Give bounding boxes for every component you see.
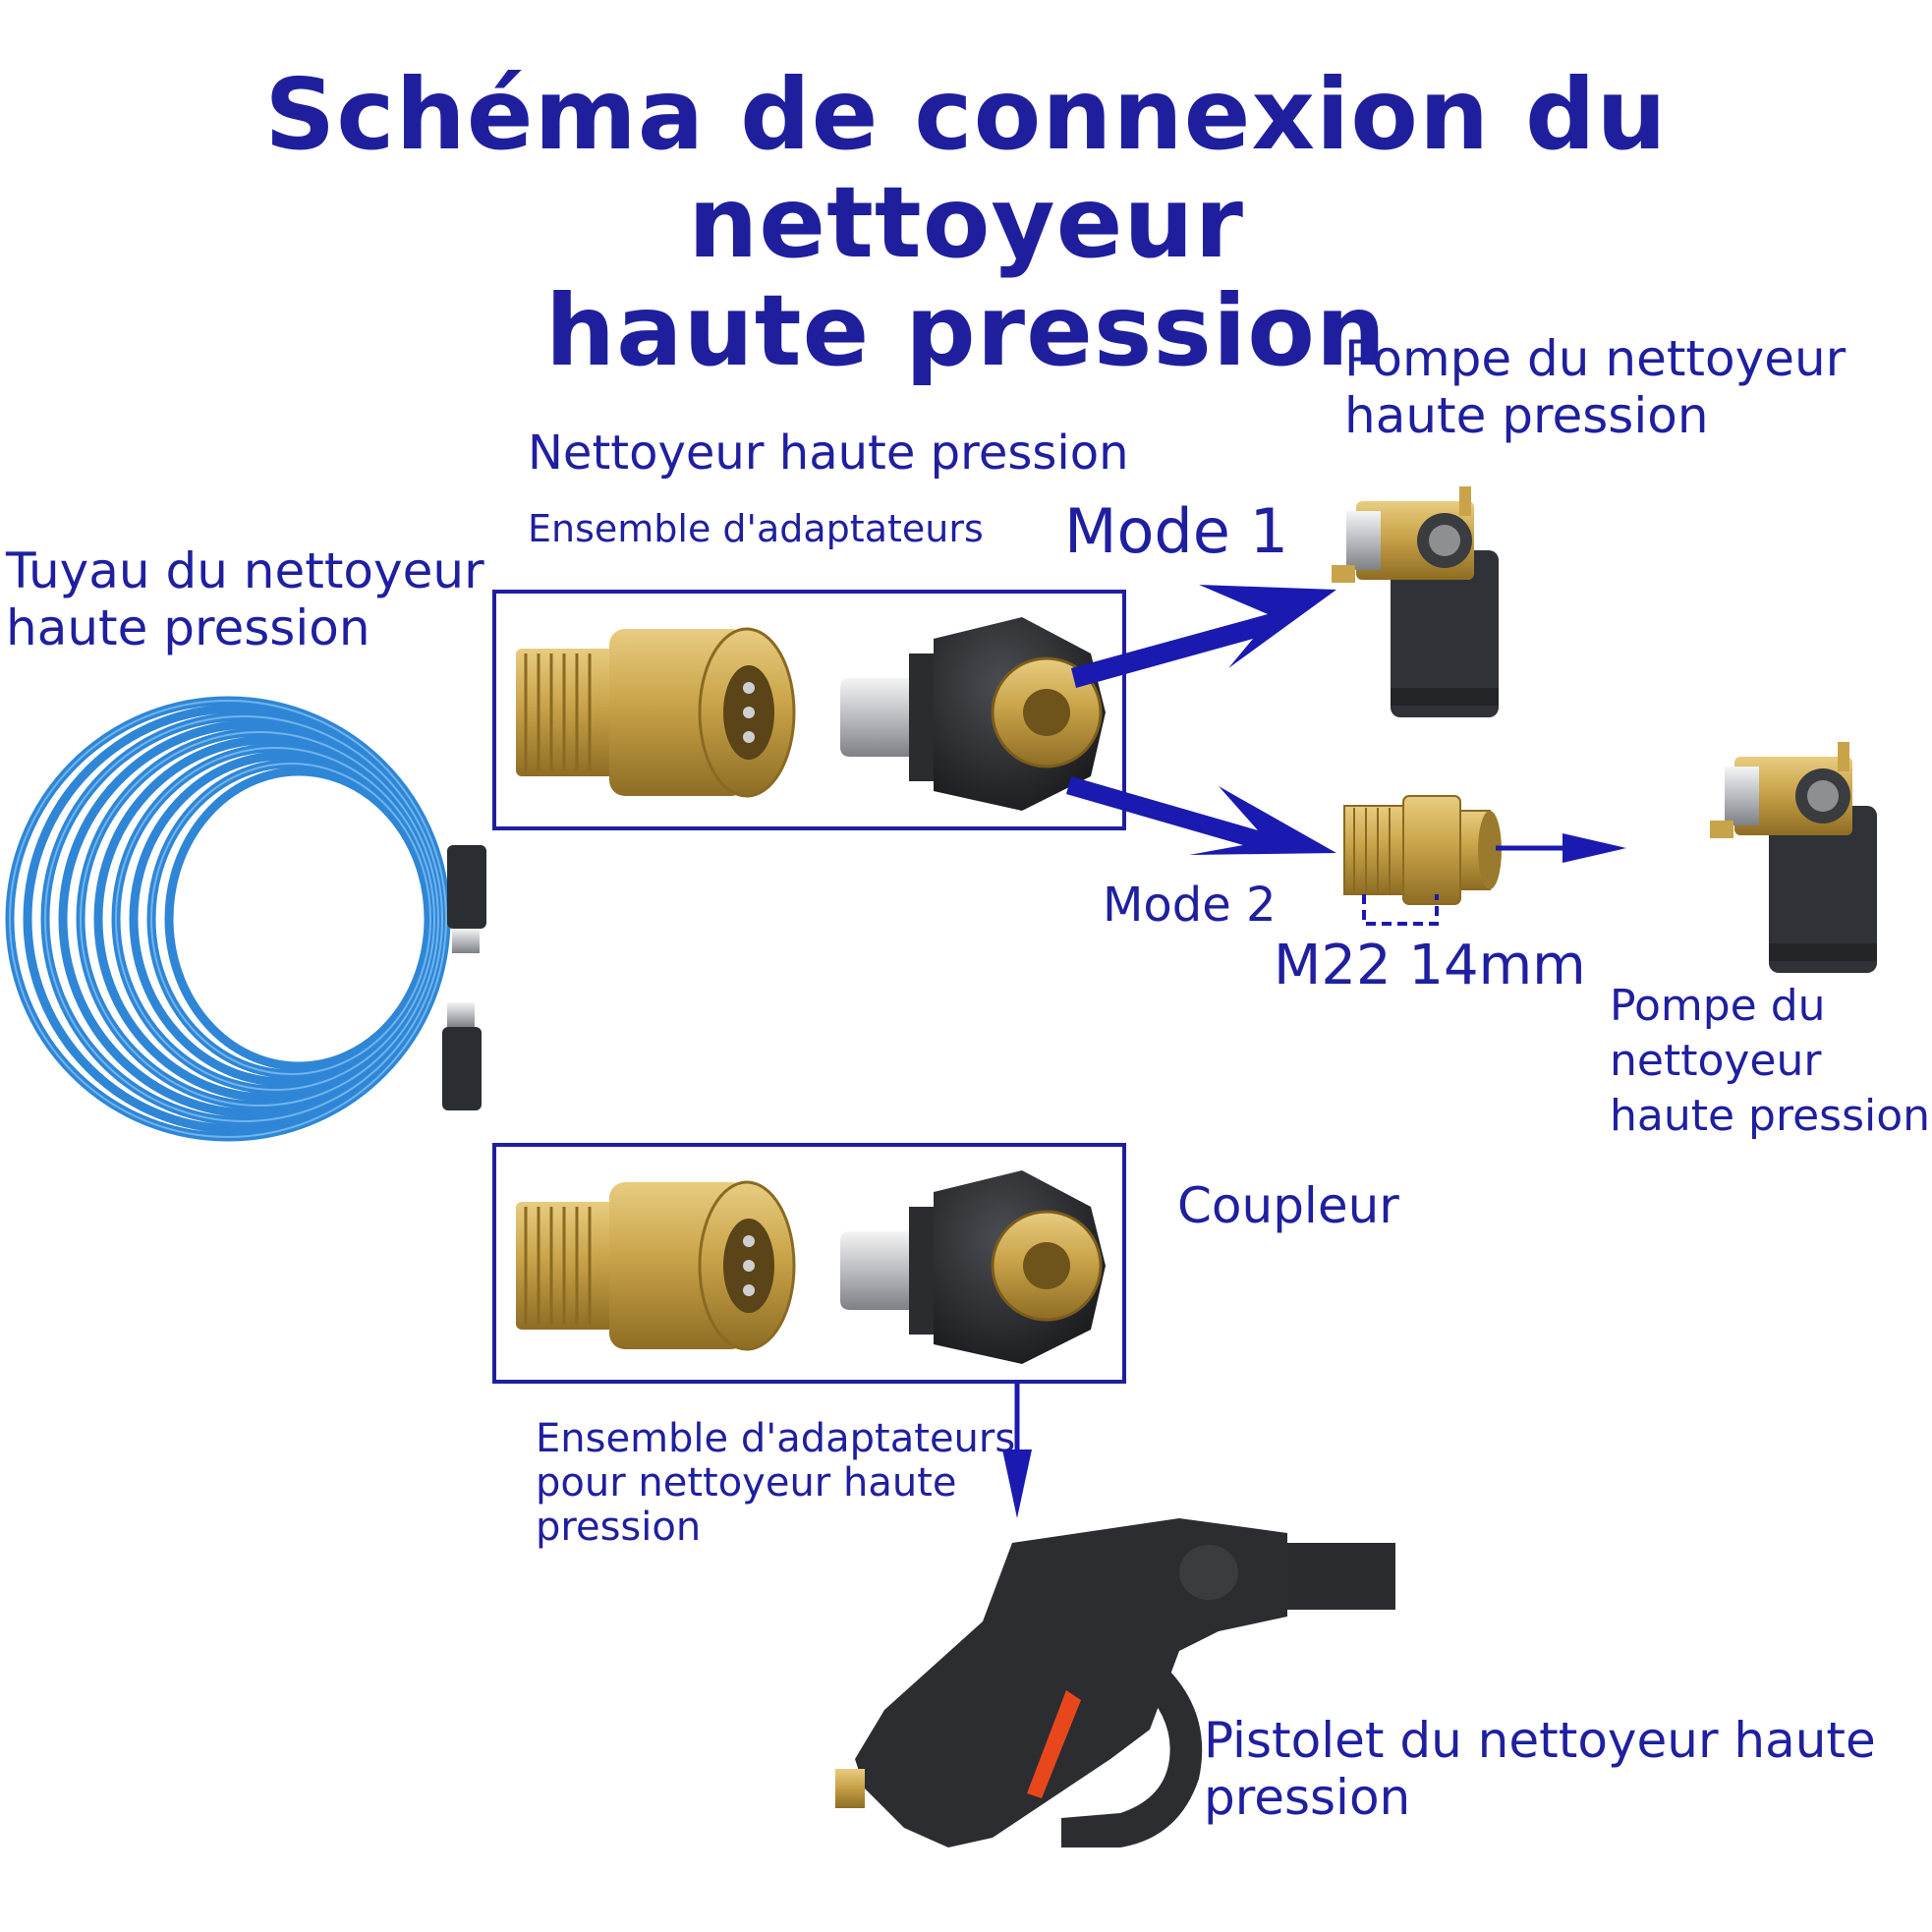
kit-subtitle-label: Ensemble d'adaptateurs	[528, 507, 984, 550]
quick-connect-coupler-top-image	[516, 627, 796, 798]
mode-2-arrow	[1066, 776, 1336, 855]
adapter-kit-box-bottom	[492, 1143, 1126, 1384]
connection-arrows	[1002, 585, 1626, 1518]
pump-top-image	[1332, 486, 1499, 717]
title-line-2: haute pression	[544, 273, 1388, 388]
mode-1-arrow	[1071, 585, 1336, 688]
quick-connect-coupler-bottom-image	[516, 1180, 796, 1351]
m22-swivel-fitting-top-image	[840, 617, 1106, 811]
kit-title-label: Nettoyeur haute pression	[528, 426, 1129, 481]
hose-coil-image	[5, 696, 486, 1142]
fitting-spec-label: M22 14mm	[1274, 934, 1586, 997]
pump-top-label: Pompe du nettoyeur haute pression	[1344, 330, 1847, 444]
pump-right-image	[1710, 742, 1877, 973]
brass-m22-fitting-image	[1343, 795, 1502, 926]
coupler-label: Coupleur	[1177, 1177, 1399, 1234]
title-line-1: Schéma de connexion du nettoyeur	[264, 57, 1668, 280]
mode-1-label: Mode 1	[1064, 495, 1289, 567]
gun-label: Pistolet du nettoyeur haute pression	[1204, 1712, 1876, 1826]
kit-bottom-label: Ensemble d'adaptateurs pour nettoyeur ha…	[536, 1416, 1016, 1550]
hose-label: Tuyau du nettoyeur haute pression	[6, 542, 484, 656]
m22-swivel-fitting-bottom-image	[840, 1170, 1106, 1364]
page-title: Schéma de connexion du nettoyeur haute p…	[0, 61, 1932, 385]
adapter-kit-box-top	[492, 590, 1126, 830]
pump-right-label: Pompe du nettoyeur haute pression	[1610, 981, 1931, 1141]
mode-2-label: Mode 2	[1103, 878, 1277, 933]
spray-gun-image	[835, 1518, 1395, 1847]
